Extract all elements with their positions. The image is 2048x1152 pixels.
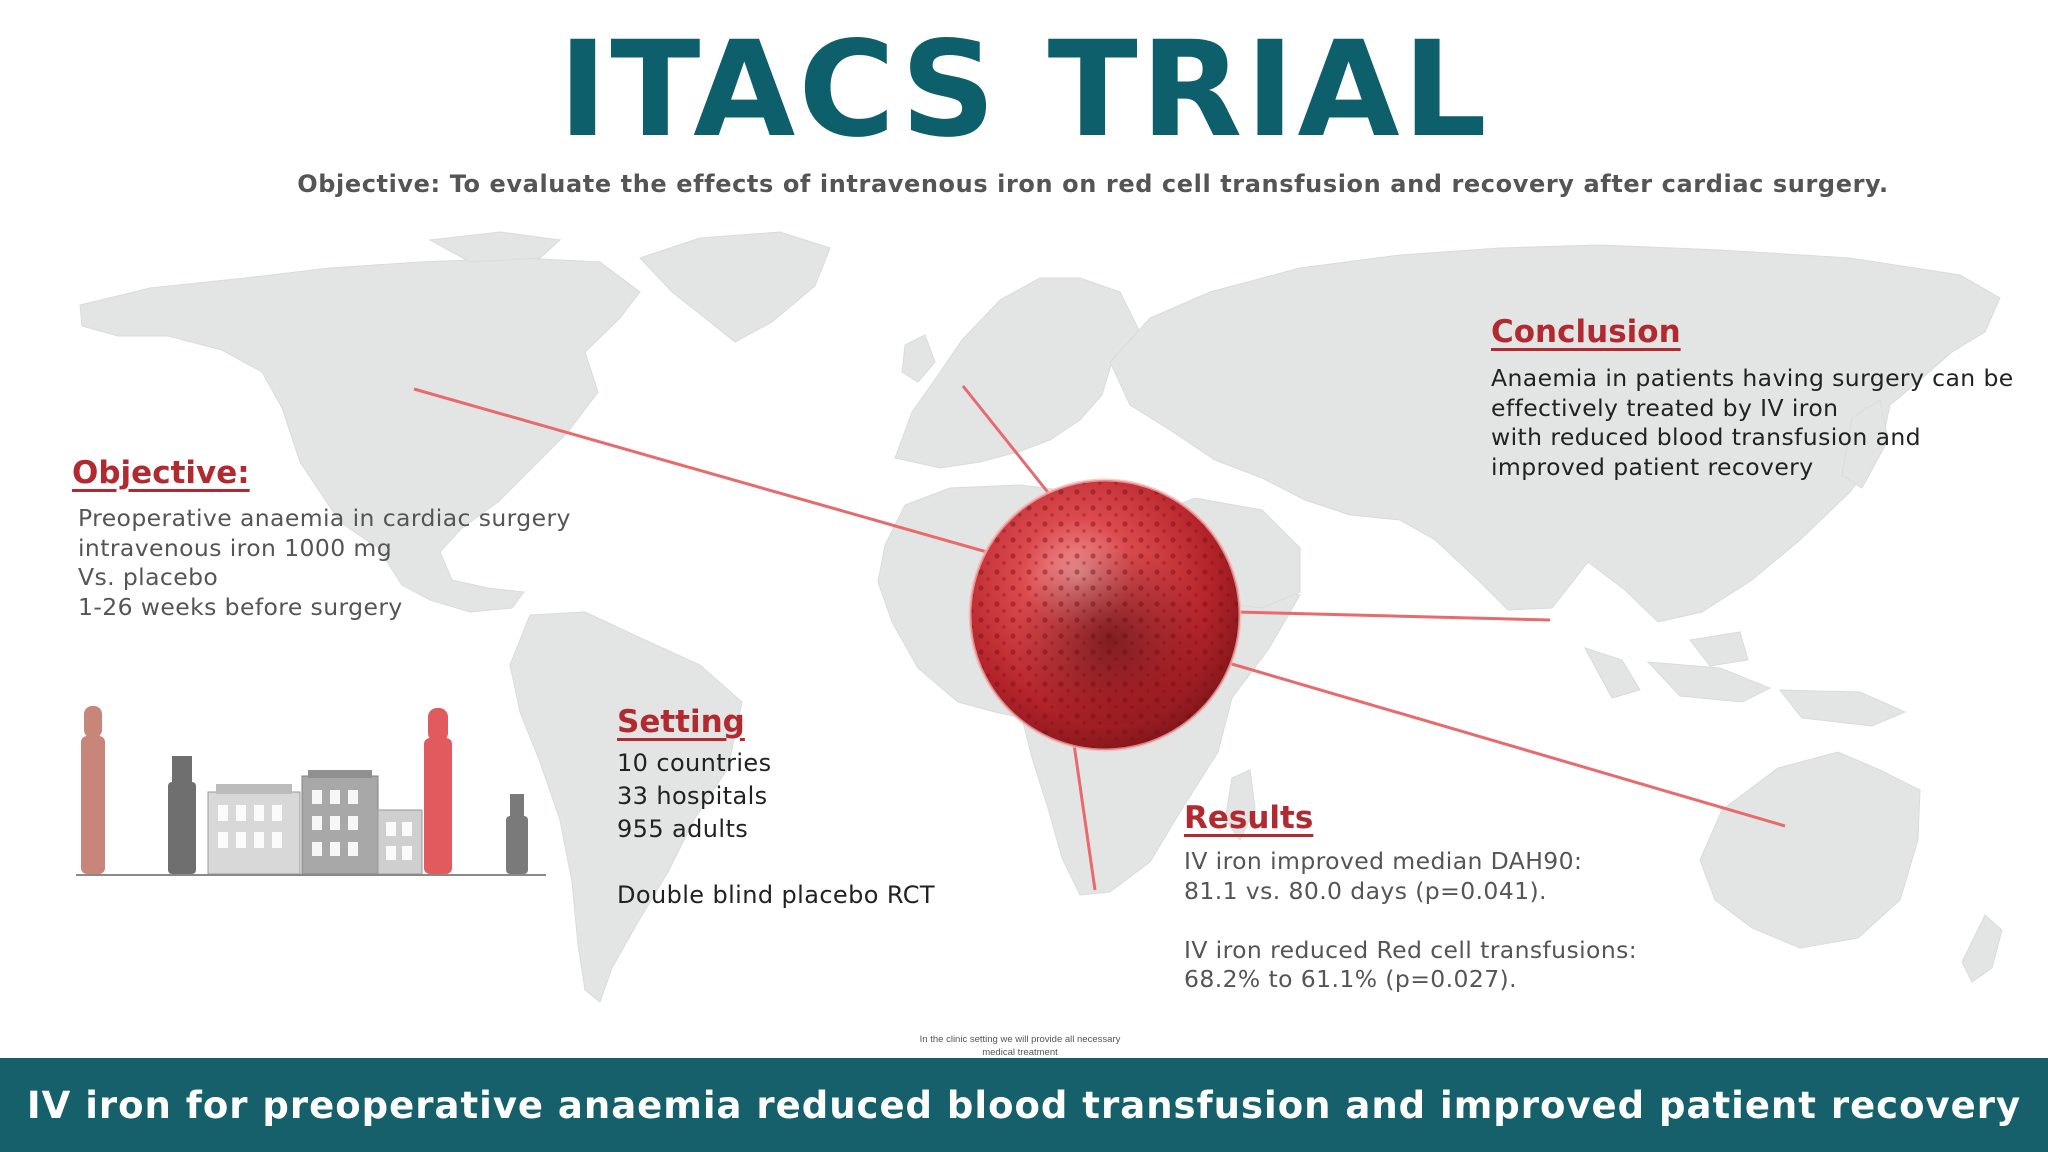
setting-line: 33 hospitals — [617, 782, 768, 810]
page-subtitle: Objective: To evaluate the effects of in… — [297, 170, 1889, 198]
red-blood-cell-icon — [968, 478, 1242, 752]
connector-line-asia — [1234, 610, 1551, 622]
conclusion-line: Anaemia in patients having surgery can b… — [1491, 364, 2014, 392]
clinic-note-line: medical treatment — [982, 1047, 1058, 1058]
footer-text: IV iron for preoperative anaemia reduced… — [26, 1083, 2022, 1127]
clinic-note-line: In the clinic setting we will provide al… — [919, 1034, 1121, 1045]
connector-line-europe — [961, 385, 1060, 506]
connector-line-north-america — [413, 387, 1016, 562]
results-heading: Results — [1184, 800, 1314, 836]
setting-line: Double blind placebo RCT — [617, 881, 935, 909]
setting-line: 955 adults — [617, 815, 749, 843]
results-line — [1184, 906, 1637, 936]
results-line: 68.2% to 61.1% (p=0.027). — [1184, 965, 1517, 993]
setting-line — [617, 846, 935, 879]
objective-line: intravenous iron 1000 mg — [78, 533, 393, 562]
connector-line-australia — [1224, 660, 1786, 828]
results-text: IV iron improved median DAH90: 81.1 vs. … — [1184, 847, 1637, 995]
clinic-note: In the clinic setting we will provide al… — [860, 1033, 1180, 1059]
setting-heading: Setting — [617, 704, 745, 740]
conclusion-line: effectively treated by IV iron — [1491, 393, 1839, 422]
hospital-skyline-icon — [76, 706, 546, 876]
conclusion-heading: Conclusion — [1491, 314, 1681, 350]
objective-line: 1-26 weeks before surgery — [78, 592, 403, 621]
conclusion-line: with reduced blood transfusion and — [1491, 423, 1922, 451]
objective-text: Preoperative anaemia in cardiac surgery … — [78, 504, 571, 622]
connector-line-africa — [1070, 729, 1097, 891]
objective-line: Preoperative anaemia in cardiac surgery — [78, 504, 571, 532]
conclusion-line: improved patient recovery — [1491, 452, 1814, 481]
setting-text: 10 countries 33 hospitals 955 adults Dou… — [617, 747, 935, 912]
setting-line: 10 countries — [617, 749, 772, 777]
objective-heading: Objective: — [72, 455, 250, 491]
page-title: ITACS TRIAL — [558, 13, 1490, 167]
objective-line: Vs. placebo — [78, 563, 219, 591]
results-line: 81.1 vs. 80.0 days (p=0.041). — [1184, 876, 1547, 905]
footer-banner: IV iron for preoperative anaemia reduced… — [0, 1058, 2048, 1152]
results-line: IV iron improved median DAH90: — [1184, 847, 1583, 875]
results-line: IV iron reduced Red cell transfusions: — [1184, 935, 1638, 964]
conclusion-text: Anaemia in patients having surgery can b… — [1491, 364, 2014, 482]
